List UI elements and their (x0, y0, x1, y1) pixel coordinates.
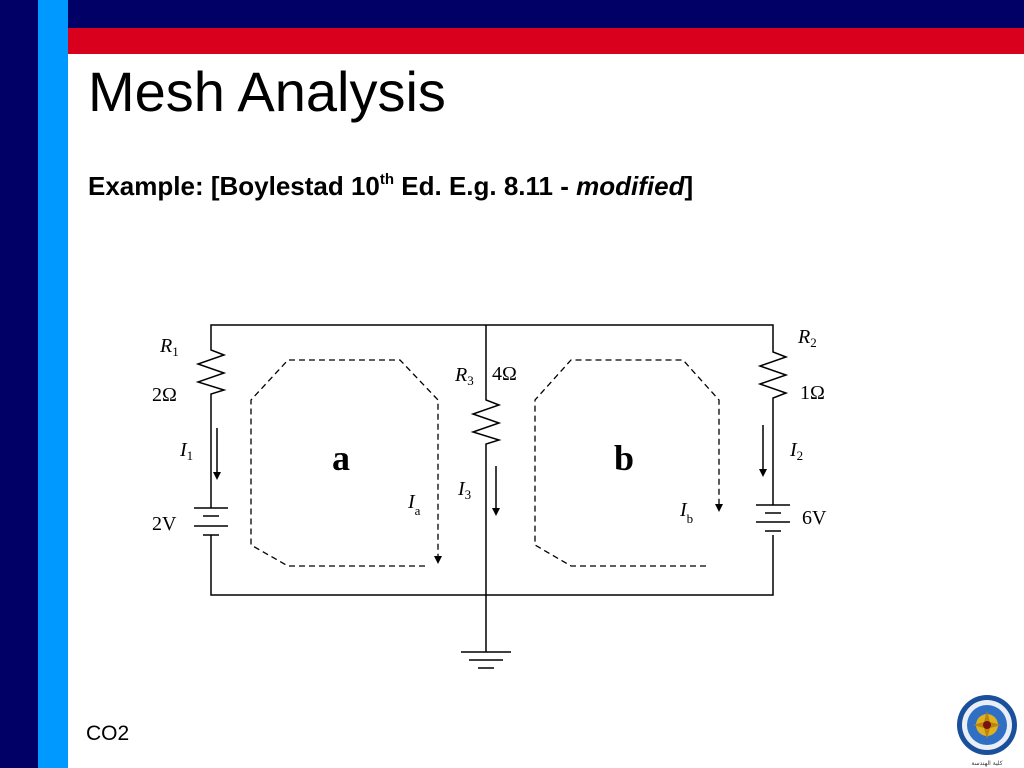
label-i1: I1 (179, 439, 193, 463)
label-i3: I3 (457, 478, 471, 502)
battery-right (756, 504, 790, 532)
value-r1: 2Ω (152, 384, 177, 406)
label-r1: R1 (159, 335, 179, 359)
footer-code: CO2 (86, 722, 130, 745)
resistor-r2 (757, 348, 789, 402)
subtitle-italic: modified (576, 171, 685, 201)
top-navy-band (0, 0, 1024, 28)
subtitle-superscript: th (379, 171, 395, 188)
mesh-a-loop (250, 359, 442, 567)
label-source-left: 2V (152, 513, 177, 535)
logo-caption: كلية الهندسة (971, 760, 1002, 767)
label-i2: I2 (789, 439, 803, 463)
label-r2: R2 (797, 326, 817, 350)
resistor-r3 (470, 396, 502, 446)
mesh-a-label: a (332, 438, 350, 478)
left-blue-bar (38, 0, 68, 768)
label-ib: Ib (679, 499, 693, 526)
ground-symbol (461, 651, 511, 669)
label-r3: R3 (454, 364, 474, 388)
top-red-band (0, 28, 1024, 54)
resistor-r1 (195, 345, 227, 398)
slide-subtitle: Example: [Boylestad 10th Ed. E.g. 8.11 -… (88, 172, 693, 201)
subtitle-middle: Ed. E.g. 8.11 - (394, 171, 577, 201)
subtitle-prefix: Example: [Boylestad 10 (88, 171, 380, 201)
value-r3: 4Ω (492, 363, 517, 385)
mesh-b-loop (534, 359, 723, 567)
subtitle-suffix: ] (684, 171, 694, 201)
slide-title: Mesh Analysis (88, 60, 446, 123)
label-ia: Ia (407, 491, 421, 518)
left-navy-bar (0, 0, 38, 768)
mesh-b-label: b (614, 438, 634, 478)
university-seal-icon: كلية الهندسة (957, 695, 1017, 767)
circuit-wires (210, 324, 774, 652)
value-r2: 1Ω (800, 382, 825, 404)
label-source-right: 6V (802, 507, 827, 529)
battery-left (194, 507, 228, 536)
